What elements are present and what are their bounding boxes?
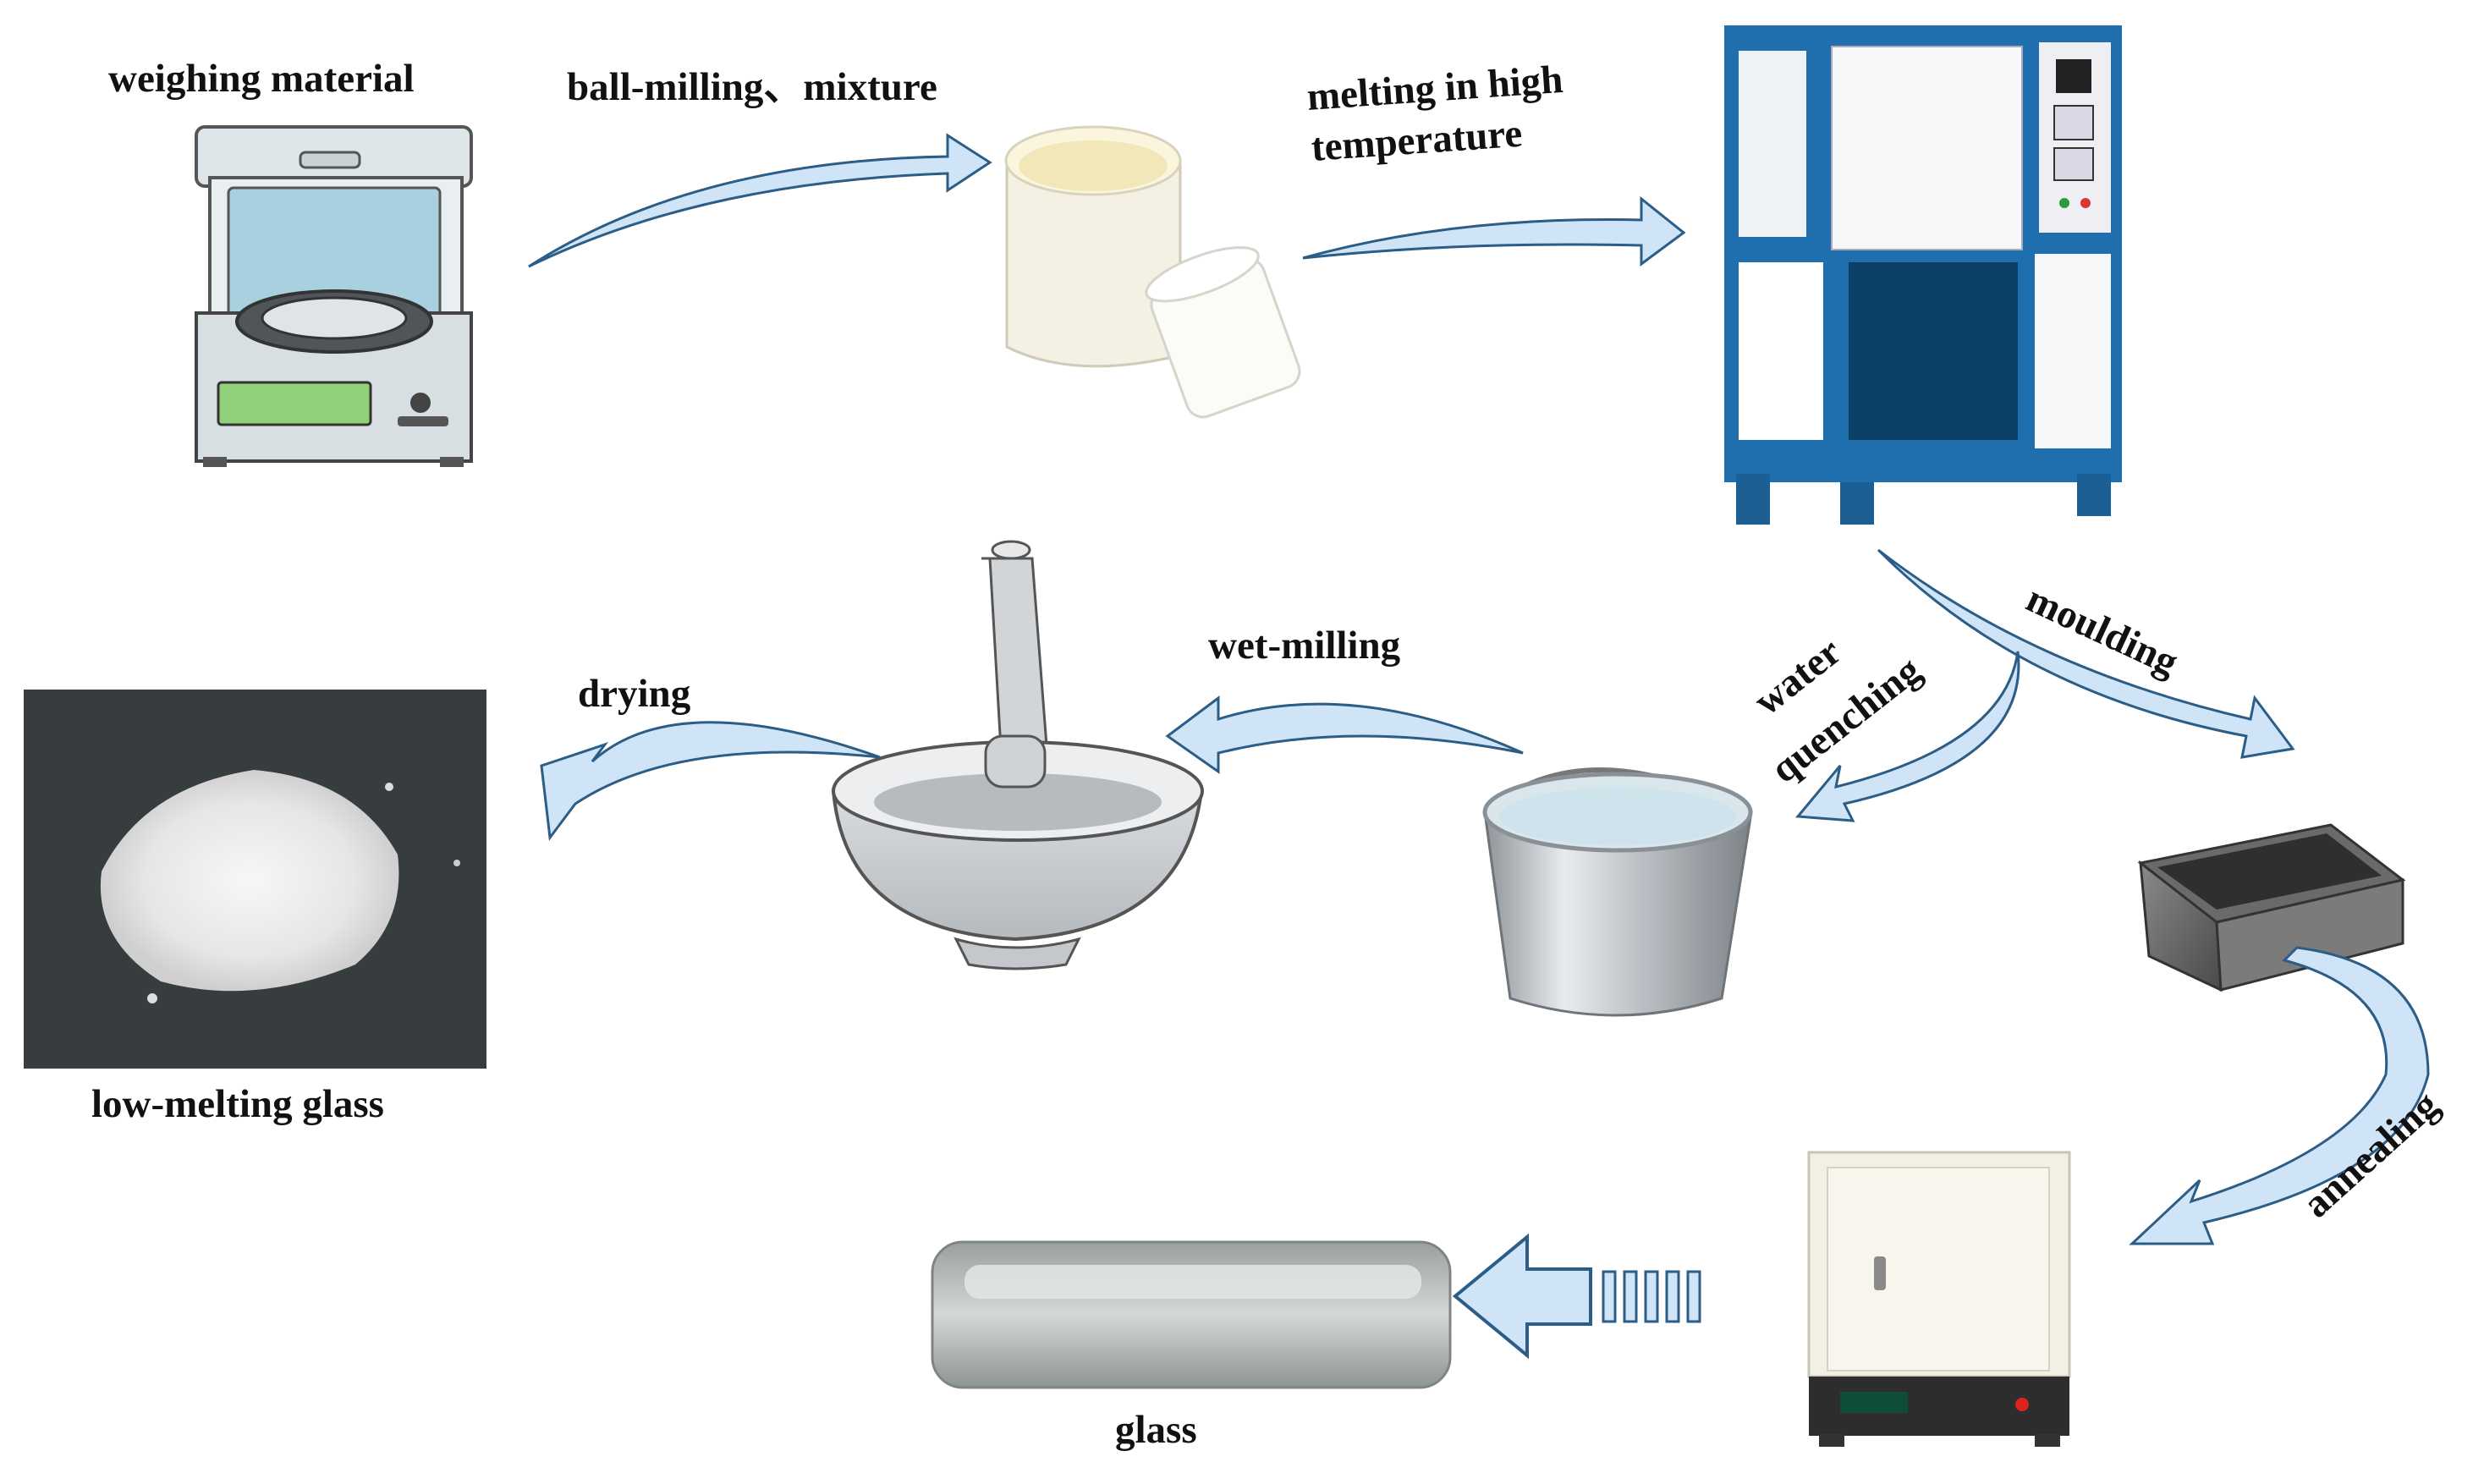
arrow-melting [1302,195,1686,267]
label-ball-milling: ball-milling、mixture [567,65,937,109]
graphite-mould-icon [2137,823,2406,992]
muffle-furnace-icon [1724,25,2122,525]
arrow-to-glass [1452,1233,1701,1360]
ceramic-crucible-icon [1004,125,1301,419]
arrow-water-quenching [1794,651,2020,822]
glass-bar-icon [931,1240,1452,1389]
arrow-moulding [1877,548,2295,759]
arrow-drying [540,721,881,841]
arrow-annealing [2129,946,2430,1245]
label-low-melting-glass: low-melting glass [91,1082,384,1126]
arrow-ball-milling [528,133,992,268]
balance-icon [195,125,473,467]
arrow-wet-milling [1165,695,1524,774]
label-weighing-material: weighing material [108,57,415,101]
label-wet-milling: wet-milling [1208,624,1401,668]
annealing-oven-icon [1807,1151,2071,1447]
glass-powder-icon [24,690,486,1069]
label-glass: glass [1115,1408,1197,1452]
mortar-pestle-icon [831,540,1204,970]
label-drying: drying [578,672,691,716]
water-bucket-icon [1482,767,1753,1017]
